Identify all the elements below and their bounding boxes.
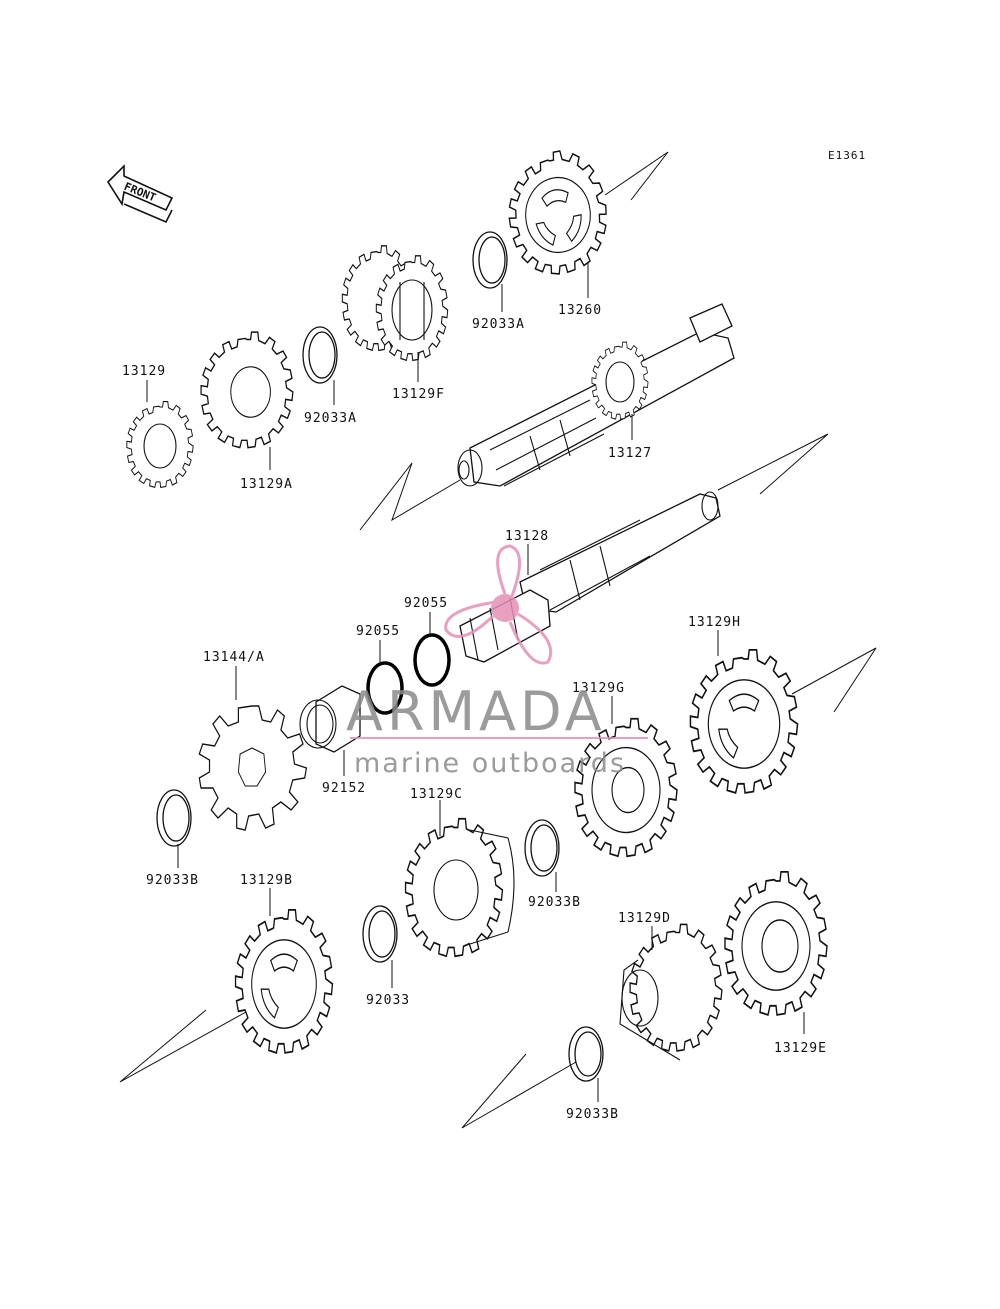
- label-13129A: 13129A: [240, 477, 293, 492]
- circlip-92033A-top: [472, 231, 508, 289]
- watermark-title: ARMADA: [346, 680, 606, 743]
- axis-line-mid-right: [791, 647, 877, 713]
- label-92055-b: 92055: [404, 596, 448, 611]
- axis-line-upper-right: [717, 433, 829, 495]
- gear-13129H: [689, 648, 799, 794]
- label-13129E: 13129E: [774, 1041, 827, 1056]
- gear-13129E: [724, 870, 828, 1016]
- label-13129F: 13129F: [392, 387, 445, 402]
- label-13127: 13127: [608, 446, 652, 461]
- gear-13129B: [234, 908, 334, 1054]
- sprocket-13144A: [198, 705, 308, 831]
- label-13260: 13260: [558, 303, 602, 318]
- label-13128: 13128: [505, 529, 549, 544]
- label-92033A-mid: 92033A: [304, 411, 357, 426]
- axis-line-lower-left: [119, 1009, 247, 1083]
- label-92033B-bottom: 92033B: [566, 1107, 619, 1122]
- label-92033A-top: 92033A: [472, 317, 525, 332]
- gear-13129F: [341, 245, 449, 362]
- label-92033B-left: 92033B: [146, 873, 199, 888]
- axis-line-upper-left: [359, 462, 461, 531]
- label-92055-a: 92055: [356, 624, 400, 639]
- label-13129G: 13129G: [572, 681, 625, 696]
- oring-92055-b: [413, 633, 451, 687]
- label-13129B: 13129B: [240, 873, 293, 888]
- collar-92152: [299, 685, 361, 753]
- shaft-13128: [459, 491, 721, 663]
- label-13129H: 13129H: [688, 615, 741, 630]
- label-13129: 13129: [122, 364, 166, 379]
- watermark-logo: [444, 544, 553, 665]
- gear-13129: [126, 400, 194, 488]
- label-13144A: 13144/A: [203, 650, 265, 665]
- front-arrow-icon: FRONT: [106, 164, 174, 224]
- axis-line-top: [604, 151, 669, 201]
- label-92152: 92152: [322, 781, 366, 796]
- gear-13260: [500, 142, 616, 283]
- circlip-92033B-mid: [524, 819, 560, 877]
- gear-13129A: [200, 331, 294, 449]
- gear-13129G: [574, 717, 678, 858]
- label-92033B-mid: 92033B: [528, 895, 581, 910]
- gear-13129C: [404, 817, 515, 958]
- label-13129D: 13129D: [618, 911, 671, 926]
- axis-line-lower-mid: [461, 1053, 577, 1129]
- circlip-92033: [362, 905, 398, 963]
- shaft-13127: [457, 303, 735, 487]
- gear-13129D: [619, 923, 723, 1061]
- label-92033: 92033: [366, 993, 410, 1008]
- oring-92055-a: [366, 661, 404, 715]
- circlip-92033B-bottom: [568, 1026, 604, 1082]
- diagram-code: E1361: [828, 149, 866, 162]
- label-13129C: 13129C: [410, 787, 463, 802]
- circlip-92033B-left: [156, 789, 192, 847]
- circlip-92033A-mid: [302, 326, 338, 384]
- watermark-subtitle: marine outboards: [354, 748, 626, 779]
